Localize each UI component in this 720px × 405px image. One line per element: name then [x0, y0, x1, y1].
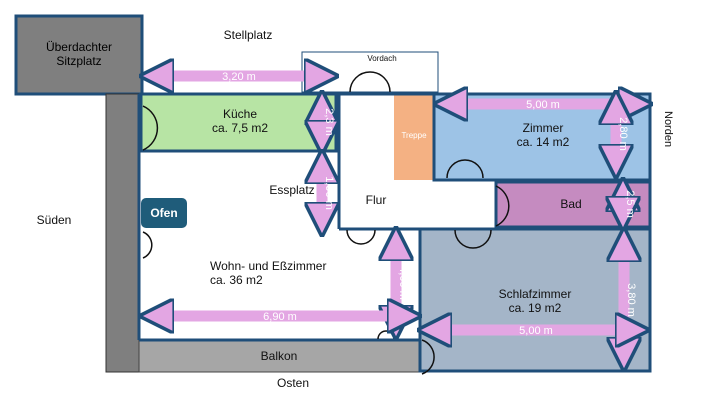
compass-south: Süden: [36, 213, 72, 227]
room-label: Zimmer ca. 14 m2: [493, 121, 593, 149]
dim-bedroom-width: 5,00 m: [519, 325, 553, 337]
bedroom-label: Schlafzimmer ca. 19 m2: [480, 287, 590, 315]
bedroom-name: Schlafzimmer: [498, 287, 572, 301]
dim-living-width: 6,90 m: [263, 311, 297, 323]
living-name: Wohn- und Eßzimmer: [210, 259, 327, 273]
oven-label: Ofen: [150, 206, 178, 220]
covered-seat-line1: Überdachter: [45, 40, 113, 54]
covered-seat-area: [14, 14, 144, 96]
balcony-label: Balkon: [260, 349, 298, 363]
dim-dining-depth: 1,90 m: [323, 176, 335, 210]
bath-label: Bad: [560, 197, 582, 211]
kitchen-area-text: ca. 7,5 m2: [211, 121, 269, 135]
parking-label: Stellplatz: [223, 28, 273, 42]
dim-bath-depth: 2,5 m: [624, 190, 636, 218]
stairs-label: Treppe: [401, 131, 427, 140]
covered-seat-label: Überdachter Sitzplatz: [30, 40, 128, 68]
dim-terrace-width: 3,20 m: [222, 71, 256, 83]
oven: Ofen: [141, 198, 187, 228]
kitchen-name: Küche: [222, 107, 258, 121]
living-area-text: ca. 36 m2: [210, 273, 263, 287]
dim-bedroom-depth: 3,80 m: [625, 283, 637, 317]
room-name: Zimmer: [522, 121, 564, 135]
canopy-label: Vordach: [367, 54, 397, 63]
west-wall: [105, 93, 140, 373]
dim-room-depth: 2,80 m: [617, 117, 629, 151]
compass-north: Norden: [662, 111, 674, 148]
compass-east: Osten: [276, 376, 309, 390]
dim-living-depth: 4,00 m: [397, 266, 409, 300]
bedroom-area-text: ca. 19 m2: [508, 301, 562, 315]
kitchen-label: Küche ca. 7,5 m2: [190, 107, 290, 135]
dining-spot-label: Essplatz: [269, 183, 315, 197]
covered-seat-line2: Sitzplatz: [56, 54, 102, 68]
dimension-arrows: [146, 76, 646, 365]
dim-kitchen-depth: 2,3 m: [323, 108, 335, 136]
dim-room-width: 5,00 m: [526, 99, 560, 111]
room-area-text: ca. 14 m2: [516, 135, 570, 149]
stairs-area: [394, 94, 434, 180]
hall-label: Flur: [365, 193, 387, 207]
living-label: Wohn- und Eßzimmer ca. 36 m2: [210, 259, 350, 287]
